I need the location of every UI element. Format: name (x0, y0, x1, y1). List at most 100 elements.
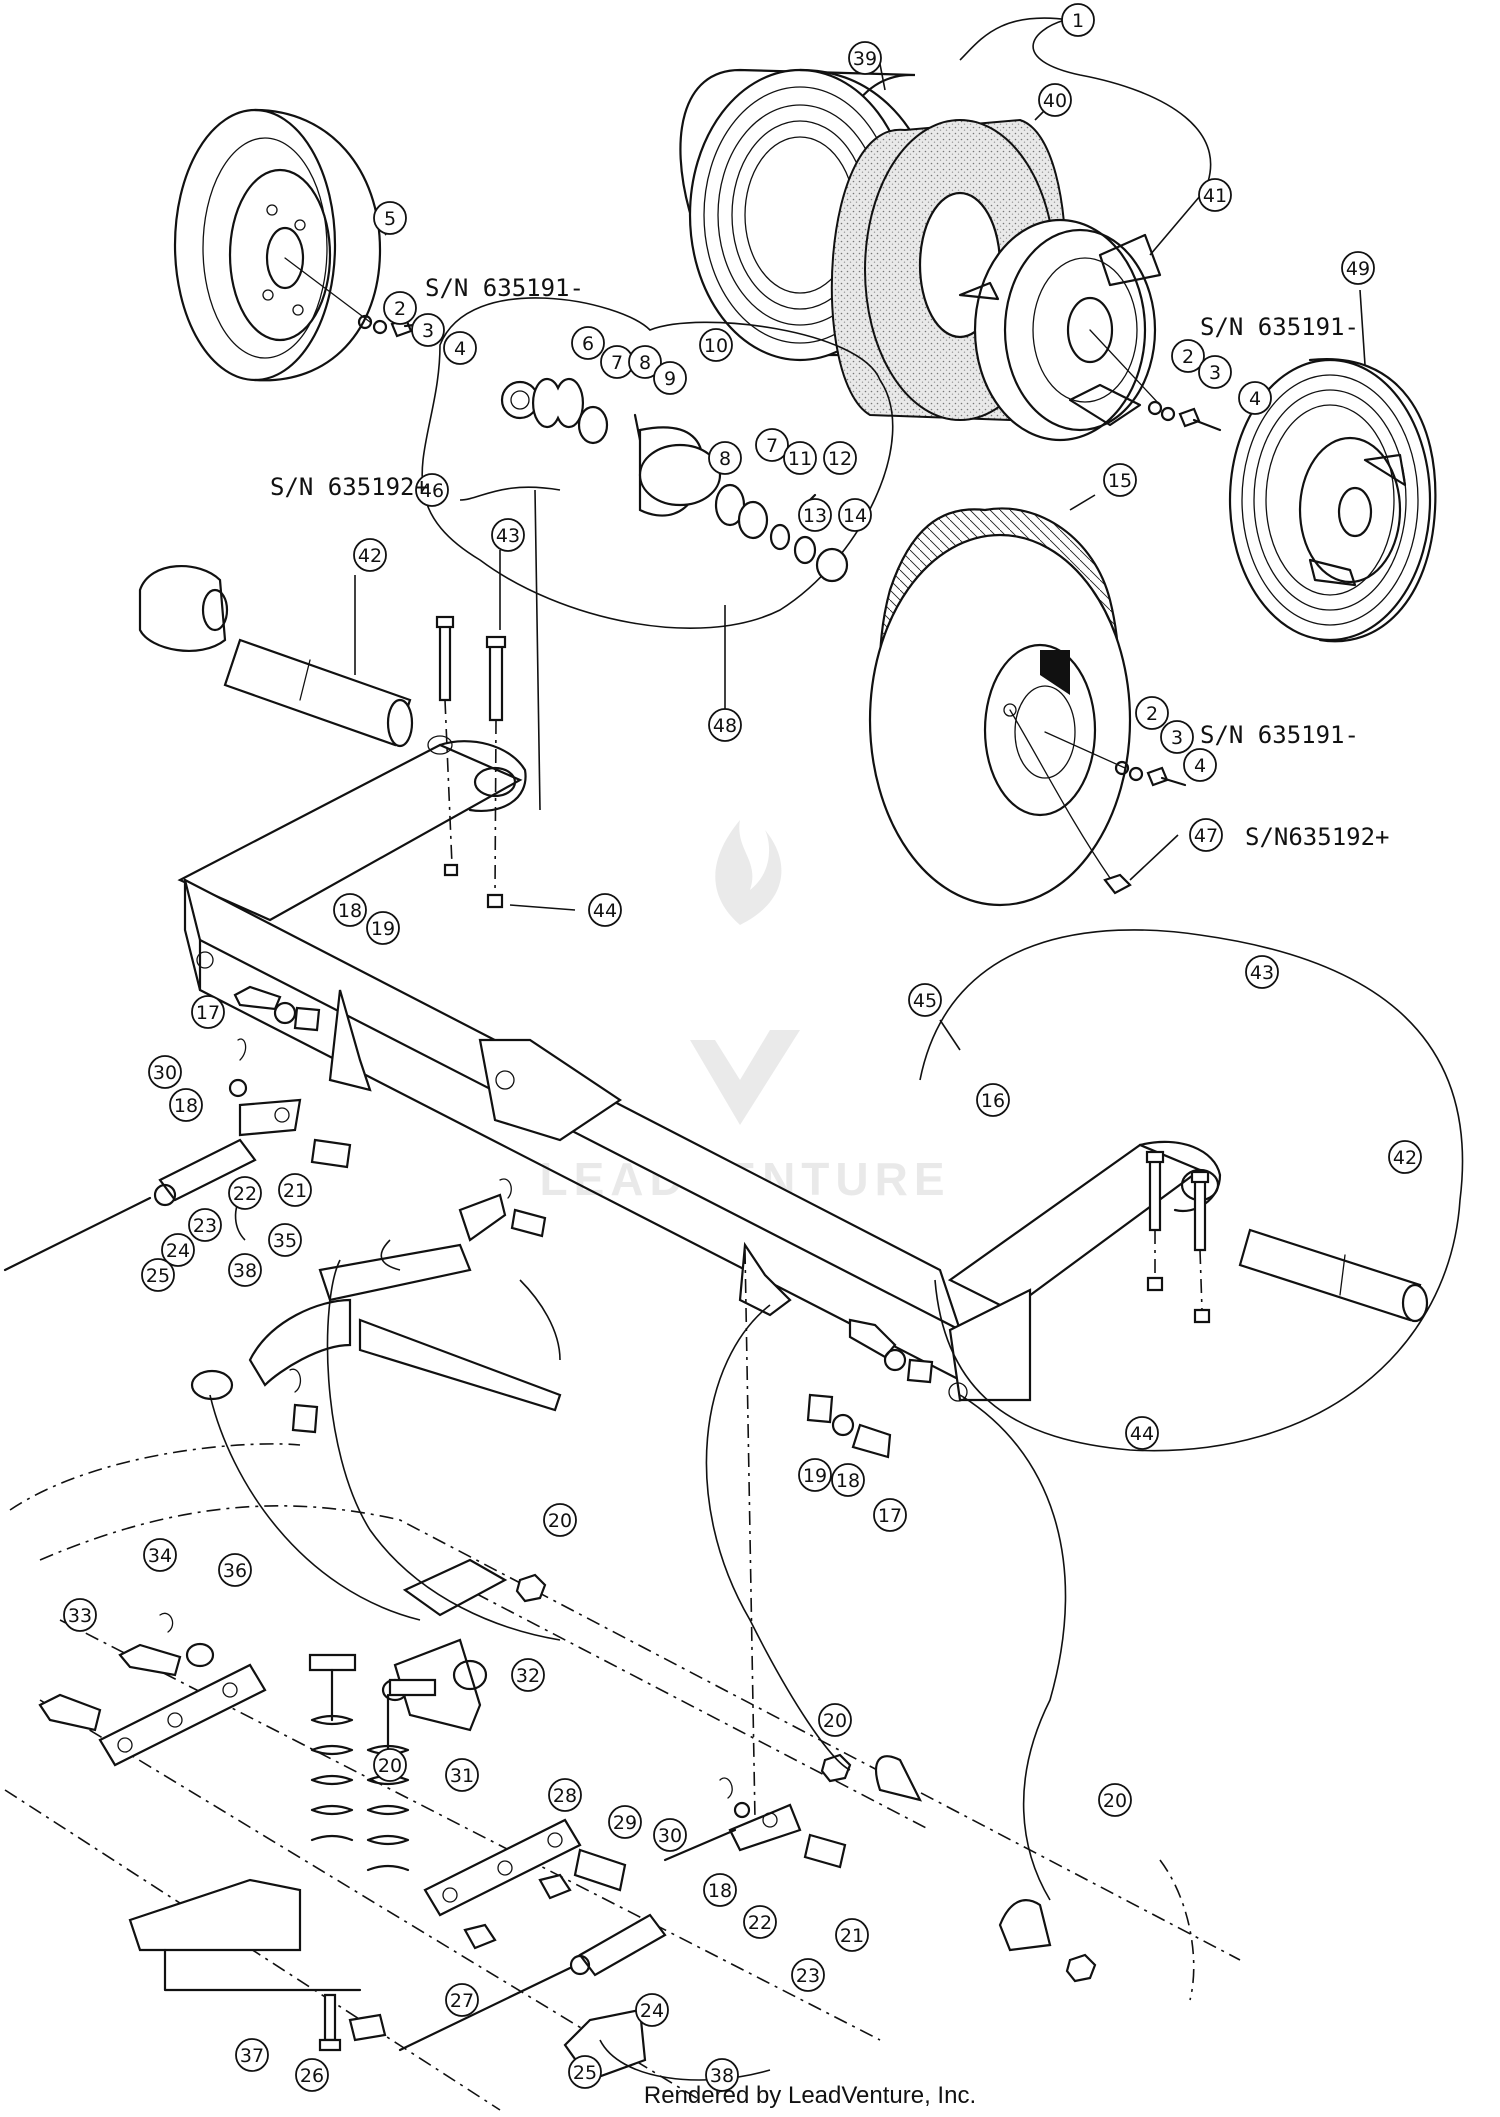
callout-label: 2 (1146, 703, 1158, 725)
callout-21: 21 (835, 1918, 869, 1952)
callout-7: 7 (755, 428, 789, 462)
serial-label-5: S/N635192+ (1245, 823, 1390, 851)
callout-25: 25 (568, 2055, 602, 2089)
callout-24: 24 (635, 1993, 669, 2027)
callout-20: 20 (373, 1748, 407, 1782)
callout-28: 28 (548, 1778, 582, 1812)
callout-22: 22 (228, 1176, 262, 1210)
callout-label: 19 (371, 918, 395, 940)
callout-label: 38 (233, 1260, 257, 1282)
callout-4: 4 (1183, 748, 1217, 782)
callout-label: 13 (803, 505, 827, 527)
callout-label: 1 (1072, 10, 1084, 32)
callout-11: 11 (783, 441, 817, 475)
callout-36: 36 (218, 1553, 252, 1587)
callout-label: 8 (639, 352, 651, 374)
callout-label: 18 (708, 1880, 732, 1902)
callout-49: 49 (1341, 251, 1375, 285)
pivot-hardware-right (806, 1318, 934, 1459)
callout-label: 46 (420, 480, 444, 502)
callout-label: 3 (1171, 727, 1183, 749)
callout-label: 14 (843, 505, 867, 527)
callout-label: 43 (1250, 962, 1274, 984)
callout-label: 8 (719, 448, 731, 470)
main-axle-frame (177, 735, 1222, 1402)
callout-44: 44 (1125, 1416, 1159, 1450)
callout-label: 31 (450, 1765, 474, 1787)
callout-label: 21 (840, 1925, 864, 1947)
callout-15: 15 (1103, 463, 1137, 497)
callout-label: 30 (658, 1825, 682, 1847)
callout-label: 28 (553, 1785, 577, 1807)
callout-label: 24 (166, 1240, 190, 1262)
callout-label: 22 (233, 1183, 257, 1205)
callout-label: 18 (174, 1095, 198, 1117)
watermark: LEADVENTURE (539, 820, 945, 1205)
callout-8: 8 (708, 441, 742, 475)
callout-26: 26 (295, 2058, 329, 2092)
callout-3: 3 (411, 313, 445, 347)
callout-label: 29 (613, 1812, 637, 1834)
lift-handle-35 (190, 1178, 562, 1434)
callout-label: 27 (450, 1990, 474, 2012)
callout-20: 20 (818, 1703, 852, 1737)
tire-assembly-15 (868, 507, 1132, 907)
callout-label: 23 (796, 1965, 820, 1987)
callout-33: 33 (63, 1598, 97, 1632)
serial-label-4: S/N 635191- (1200, 721, 1359, 749)
callout-label: 44 (593, 900, 617, 922)
callout-45: 45 (908, 983, 942, 1017)
callout-label: 33 (68, 1605, 92, 1627)
callout-label: 35 (273, 1230, 297, 1252)
callout-20: 20 (1098, 1783, 1132, 1817)
callout-5: 5 (373, 201, 407, 235)
wheel-assembly-49 (1228, 357, 1437, 643)
callout-29: 29 (608, 1805, 642, 1839)
callout-label: 45 (913, 990, 937, 1012)
callout-label: 42 (1393, 1147, 1417, 1169)
callout-21: 21 (278, 1173, 312, 1207)
callout-label: 20 (378, 1755, 402, 1777)
callout-12: 12 (823, 441, 857, 475)
callout-40: 40 (1038, 83, 1072, 117)
callout-3: 3 (1160, 720, 1194, 754)
callout-label: 18 (836, 1470, 860, 1492)
callout-6: 6 (571, 326, 605, 360)
lift-linkage-left (3, 1038, 352, 1272)
callout-27: 27 (445, 1983, 479, 2017)
callout-label: 9 (664, 368, 676, 390)
callout-label: 17 (196, 1002, 220, 1024)
callout-label: 23 (193, 1215, 217, 1237)
callout-label: 49 (1346, 258, 1370, 280)
callout-label: 3 (1209, 362, 1221, 384)
callout-label: 2 (1182, 346, 1194, 368)
callout-label: 20 (1103, 1790, 1127, 1812)
callout-18: 18 (703, 1873, 737, 1907)
callout-label: 38 (710, 2065, 734, 2087)
callout-9: 9 (653, 361, 687, 395)
callout-label: 26 (300, 2065, 324, 2087)
callout-23: 23 (188, 1208, 222, 1242)
callout-label: 18 (338, 900, 362, 922)
callout-22: 22 (743, 1905, 777, 1939)
wheel-rim-5 (173, 108, 382, 382)
callout-14: 14 (838, 498, 872, 532)
callout-label: 39 (853, 48, 877, 70)
callout-label: 19 (803, 1465, 827, 1487)
callout-label: 10 (704, 335, 728, 357)
serial-label-1: S/N 635191- (425, 274, 584, 302)
callout-17: 17 (873, 1498, 907, 1532)
callout-label: 21 (283, 1180, 307, 1202)
callout-label: 4 (1249, 388, 1261, 410)
leader-lines (209, 17, 1464, 2081)
callout-19: 19 (798, 1458, 832, 1492)
callout-label: 36 (223, 1560, 247, 1582)
callout-label: 30 (153, 1062, 177, 1084)
callout-label: 43 (496, 525, 520, 547)
callout-label: 5 (384, 208, 396, 230)
callout-label: 4 (1194, 755, 1206, 777)
hub-assembly-48 (421, 297, 894, 630)
callout-23: 23 (791, 1958, 825, 1992)
